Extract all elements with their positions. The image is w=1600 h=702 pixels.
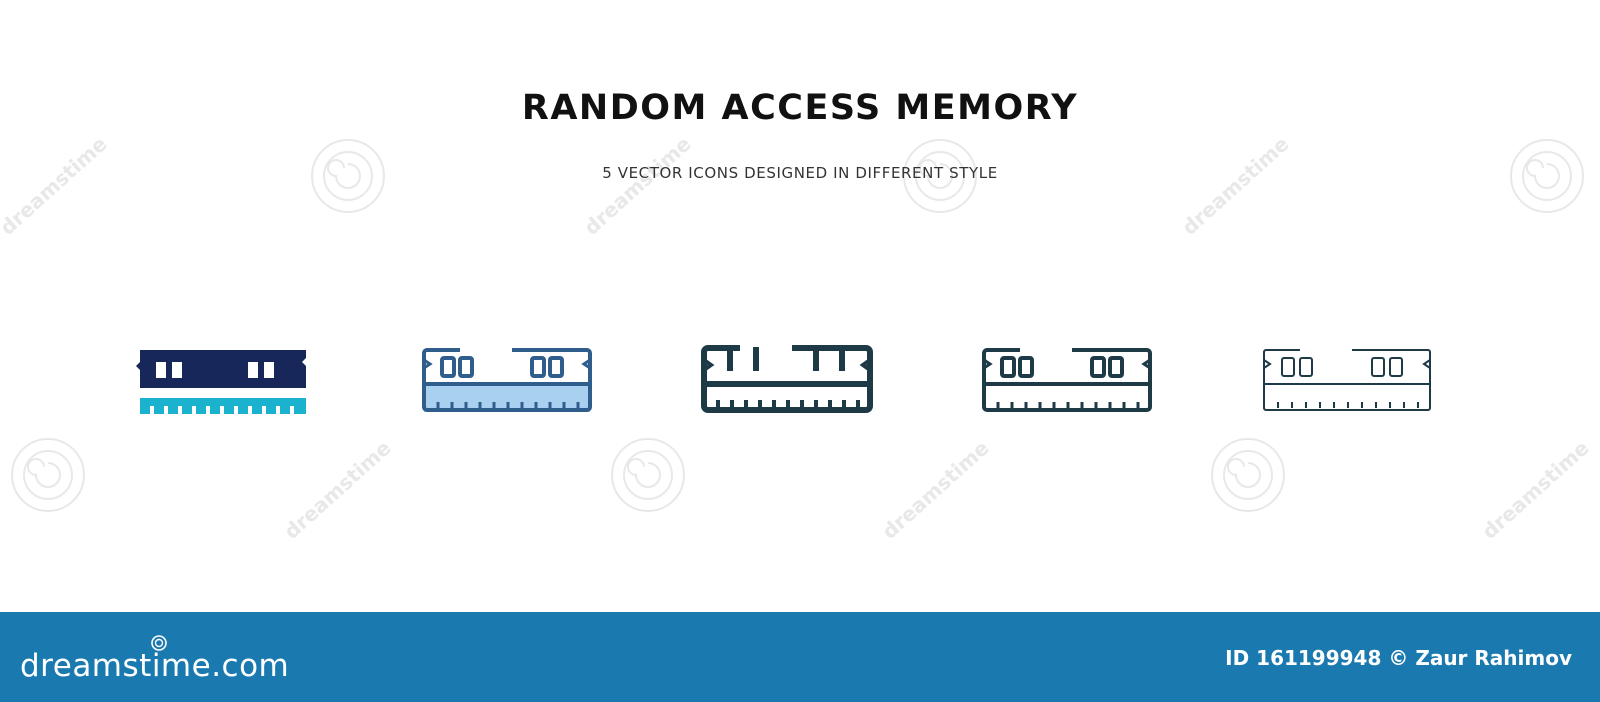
- watermark-text-6: dreamstime: [1477, 436, 1593, 544]
- image-id: ID 161199948: [1225, 646, 1382, 670]
- footer-bar: dreamstime.com ID 161199948 © Zaur Rahim…: [0, 612, 1600, 702]
- ram-thin-line-icon: [1263, 348, 1431, 411]
- watermark-text-2: dreamstime: [579, 132, 695, 240]
- watermark-logo-5: [611, 438, 685, 512]
- image-author: © Zaur Rahimov: [1388, 646, 1572, 670]
- ram-line-icon: [982, 347, 1152, 412]
- watermark-text-1: dreamstime: [0, 132, 112, 240]
- ram-two-tone-icon: [422, 347, 592, 412]
- watermark-text-3: dreamstime: [1177, 132, 1293, 240]
- icon-row: [0, 340, 1600, 430]
- brand-logo-text[interactable]: dreamstime.com: [20, 648, 290, 684]
- watermark-text-5: dreamstime: [877, 436, 993, 544]
- dreamstime-swirl-icon: [151, 635, 167, 651]
- page-title: RANDOM ACCESS MEMORY: [521, 88, 1079, 128]
- ram-glyph-icon: [136, 350, 306, 414]
- ram-thick-line-icon: [701, 344, 873, 413]
- page-subtitle: 5 VECTOR ICONS DESIGNED IN DIFFERENT STY…: [602, 164, 998, 182]
- watermark-logo-4: [11, 438, 85, 512]
- watermark-text-4: dreamstime: [279, 436, 395, 544]
- watermark-logo-6: [1211, 438, 1285, 512]
- image-credit: ID 161199948 © Zaur Rahimov: [1225, 646, 1572, 670]
